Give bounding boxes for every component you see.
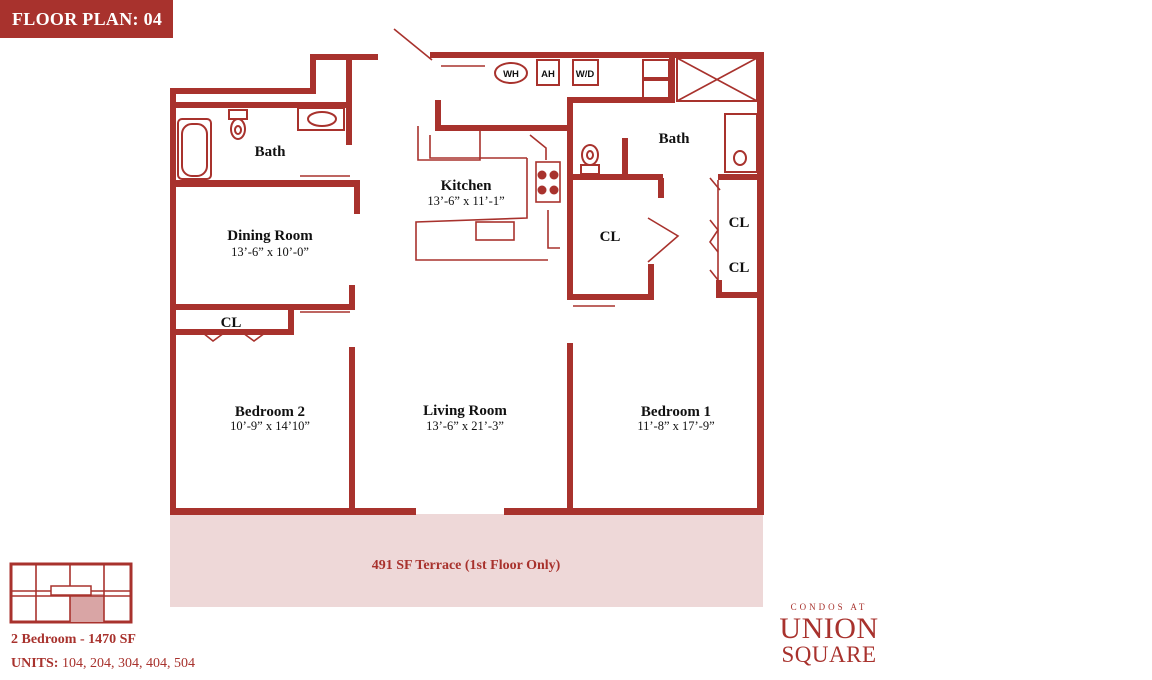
bedroom2-closet-walls bbox=[176, 285, 355, 335]
unit-list: UNITS: 104, 204, 304, 404, 504 bbox=[11, 656, 195, 672]
room-label-dining: Dining Room bbox=[227, 228, 313, 244]
units-values: 104, 204, 304, 404, 504 bbox=[61, 656, 195, 671]
exterior-walls bbox=[170, 52, 764, 515]
floor-plan-title: FLOOR PLAN: 04 bbox=[0, 0, 173, 38]
brand-prefix: CONDOS AT bbox=[790, 602, 868, 612]
room-label-bedroom2: Bedroom 2 bbox=[235, 404, 305, 420]
closet-label-right-upper: CL bbox=[729, 215, 750, 231]
svg-text:AH: AH bbox=[541, 69, 555, 80]
entry-door-swing bbox=[393, 28, 433, 61]
key-plan-map bbox=[9, 562, 133, 624]
svg-text:WH: WH bbox=[503, 69, 519, 80]
air-handler: AH bbox=[536, 59, 560, 86]
sink-right-icon bbox=[724, 113, 758, 173]
closet-doors-right bbox=[709, 177, 721, 281]
room-dim-bedroom1: 11’-8” x 17’-9” bbox=[637, 419, 714, 433]
kitchen-counters bbox=[415, 126, 561, 261]
shower-stall bbox=[676, 57, 758, 102]
closet-label-bed2: CL bbox=[221, 315, 242, 331]
right-bath-walls bbox=[567, 58, 757, 300]
bedroom2-living-wall bbox=[349, 347, 355, 509]
utility-walls bbox=[435, 65, 568, 131]
room-dim-kitchen: 13’-6” x 11’-1” bbox=[427, 194, 504, 208]
water-heater: WH bbox=[494, 62, 528, 84]
washer-dryer: W/D bbox=[572, 59, 599, 86]
svg-text:W/D: W/D bbox=[576, 69, 595, 80]
room-dim-bedroom2: 10’-9” x 14’10” bbox=[230, 419, 310, 433]
closet-doors-bed2 bbox=[202, 332, 266, 343]
toilet-left-icon bbox=[228, 109, 248, 140]
room-dim-dining: 13’-6” x 10’-0” bbox=[231, 245, 309, 259]
unit-summary: 2 Bedroom - 1470 SF bbox=[11, 632, 136, 647]
sink-left-icon bbox=[297, 107, 345, 131]
terrace-label: 491 SF Terrace (1st Floor Only) bbox=[372, 558, 561, 573]
brand-logo: CONDOS AT UNION SQUARE bbox=[776, 602, 882, 667]
closet-label-center: CL bbox=[600, 229, 621, 245]
room-label-living: Living Room bbox=[423, 403, 507, 419]
units-label: UNITS: bbox=[11, 656, 59, 671]
terrace-area bbox=[170, 514, 763, 607]
room-dim-living: 13’-6” x 21’-3” bbox=[426, 419, 504, 433]
room-label-kitchen: Kitchen bbox=[441, 178, 492, 194]
toilet-right-icon bbox=[580, 144, 600, 175]
closet-label-right-lower: CL bbox=[729, 260, 750, 276]
closet-door-center bbox=[647, 217, 680, 263]
linen-shelves bbox=[642, 59, 670, 99]
left-bath-walls bbox=[176, 60, 360, 214]
brand-line1: UNION bbox=[779, 612, 879, 645]
room-label-bedroom1: Bedroom 1 bbox=[641, 404, 711, 420]
room-label-bath-right: Bath bbox=[659, 131, 691, 147]
brand-line2: SQUARE bbox=[781, 642, 877, 667]
living-bedroom1-wall bbox=[567, 343, 573, 509]
room-label-bath-left: Bath bbox=[255, 144, 287, 160]
